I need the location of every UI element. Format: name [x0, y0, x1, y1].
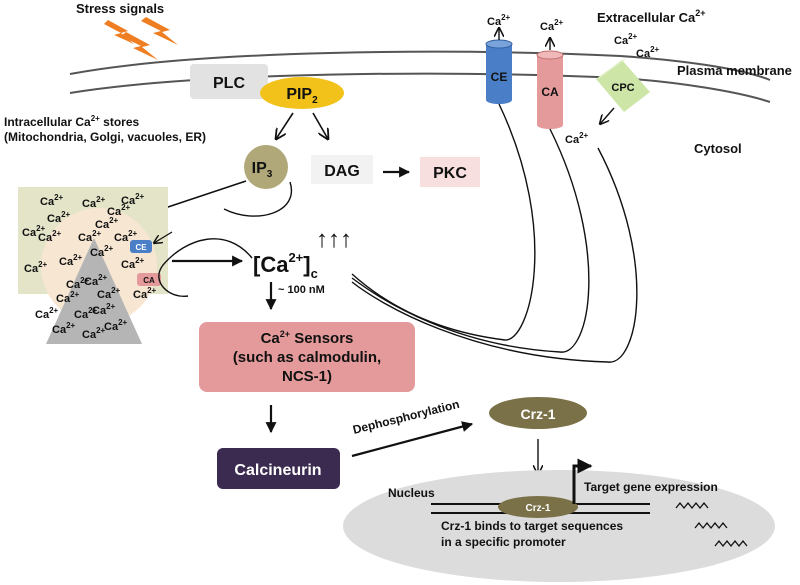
pkc-label: PKC	[433, 165, 467, 182]
ip3-to-stores-arrow	[153, 180, 247, 212]
ce-return-arrow	[154, 231, 173, 243]
store-ca-ion: Ca2+	[107, 203, 131, 218]
store-ca-loop-curve	[158, 238, 253, 297]
ce-ca-ion: Ca2+	[487, 13, 511, 28]
pip2-to-ip3-arrow	[276, 112, 294, 139]
cytosolic-ca-label: [Ca2+]c	[253, 250, 318, 281]
store-ca-ion: Ca2+	[59, 253, 83, 268]
store-ca-ion: Ca2+	[40, 193, 64, 208]
nucleus	[343, 470, 775, 582]
cytosol-label: Cytosol	[694, 141, 742, 156]
plc-box	[190, 64, 268, 99]
crz1-bound-label: Crz-1	[525, 503, 550, 514]
binds-line-1: Crz-1 binds to target sequences	[441, 519, 623, 533]
dag-box	[311, 155, 373, 184]
pip2-to-dag-arrow	[312, 112, 328, 139]
store-ca-ion: Ca2+	[78, 229, 102, 244]
extracellular-ca-ion: Ca2+	[614, 32, 638, 47]
ca-channel-label: CA	[541, 85, 559, 99]
ce-channel-label: CE	[491, 70, 508, 84]
sensors-line-1: Ca2+ Sensors	[261, 329, 354, 347]
ca-concentration-label: ~ 100 nM	[278, 284, 325, 296]
ca-channel	[536, 50, 564, 129]
mrna-wave-1	[675, 501, 709, 510]
plc-label: PLC	[213, 75, 245, 92]
sensors-line-3: NCS-1)	[282, 368, 332, 385]
store-ce-label: CE	[135, 243, 147, 252]
cytosol-to-ca-curve	[223, 181, 293, 217]
store-ca-ion: Ca2+	[56, 290, 80, 305]
store-ce-channel	[130, 240, 152, 253]
bolt-icon	[104, 20, 134, 44]
store-ca-ion: Ca2+	[97, 286, 121, 301]
store-ca-ion: Ca2+	[92, 302, 116, 317]
stores-title: Intracellular Ca2+ stores	[4, 114, 140, 129]
crz1-label: Crz-1	[520, 406, 555, 422]
mrna-wave-2	[694, 521, 728, 530]
store-ca-ions: Ca2+Ca2+Ca2+Ca2+Ca2+Ca2+Ca2+Ca2+Ca2+Ca2+…	[22, 192, 157, 341]
store-ca-channel	[137, 273, 161, 286]
bolt-icon	[141, 17, 178, 45]
store-ca-label: CA	[143, 276, 155, 285]
calcineurin-box	[217, 448, 340, 489]
plasma-membrane	[69, 50, 771, 103]
cpc-influx-arrow	[600, 107, 615, 124]
extracellular-ca-ion: Ca2+	[636, 45, 660, 60]
store-triangle	[46, 238, 142, 344]
sensors-line-2: (such as calmodulin,	[233, 349, 381, 366]
pip2-label: PIP2	[286, 86, 318, 106]
calcineurin-label: Calcineurin	[234, 462, 321, 479]
dag-label: DAG	[324, 163, 360, 180]
bolt-icon	[121, 32, 158, 60]
ip3-label: IP3	[252, 160, 273, 180]
store-ca-ion: Ca2+	[121, 192, 145, 207]
pip2-ellipse	[260, 77, 344, 109]
ce-connector-curve	[351, 103, 536, 341]
crz1-bound-ellipse	[498, 496, 578, 518]
stress-signals-label: Stress signals	[76, 1, 164, 16]
store-ca-ion: Ca2+	[84, 273, 108, 288]
ca-increase-arrows: ↑↑↑	[316, 226, 352, 253]
store-ca-ion: Ca2+	[35, 306, 59, 321]
store-ca-ion: Ca2+	[24, 260, 48, 275]
nucleus-label: Nucleus	[388, 486, 435, 500]
ca-ca-ion: Ca2+	[540, 18, 564, 33]
store-ca-ion: Ca2+	[121, 256, 145, 271]
store-ca-ion: Ca2+	[95, 216, 119, 231]
store-ca-ion: Ca2+	[38, 229, 62, 244]
plasma-membrane-label: Plasma membrane	[677, 63, 792, 78]
store-ca-ion: Ca2+	[82, 195, 106, 210]
mrna-wave-3	[714, 539, 748, 548]
target-gene-label: Target gene expression	[584, 480, 718, 494]
stores-subtitle: (Mitochondria, Golgi, vacuoles, ER)	[4, 130, 206, 144]
store-ca-ion: Ca2+	[47, 210, 71, 225]
store-ca-ion: Ca2+	[22, 224, 46, 239]
dephosphorylation-arrow	[351, 421, 474, 458]
store-ca-ion: Ca2+	[74, 306, 98, 321]
ca-connector-curve	[351, 128, 590, 353]
store-ca-ion: Ca2+	[104, 318, 128, 333]
store-ca-ion: Ca2+	[82, 326, 106, 341]
extracellular-ca-label: Extracellular Ca2+	[597, 8, 706, 25]
ip3-circle	[244, 145, 288, 189]
cpc-connector-curve	[351, 147, 638, 363]
cpc-channel	[596, 58, 650, 112]
store-ca-ion: Ca2+	[66, 276, 90, 291]
cpc-channel-label: CPC	[611, 82, 634, 94]
transcription-start-arrow	[572, 458, 593, 504]
cpc-ca-ion: Ca2+	[565, 131, 589, 146]
crz1-ellipse	[489, 397, 587, 429]
ce-channel	[485, 39, 513, 104]
pkc-box	[420, 157, 480, 187]
store-ca-ion: Ca2+	[133, 286, 157, 301]
store-ca-ion: Ca2+	[90, 244, 114, 259]
store-ca-ion: Ca2+	[52, 321, 76, 336]
ca-sensors-box	[199, 322, 415, 392]
binds-line-2: in a specific promoter	[441, 535, 566, 549]
store-ca-ion: Ca2+	[114, 229, 138, 244]
stress-bolt-icons	[104, 17, 178, 60]
